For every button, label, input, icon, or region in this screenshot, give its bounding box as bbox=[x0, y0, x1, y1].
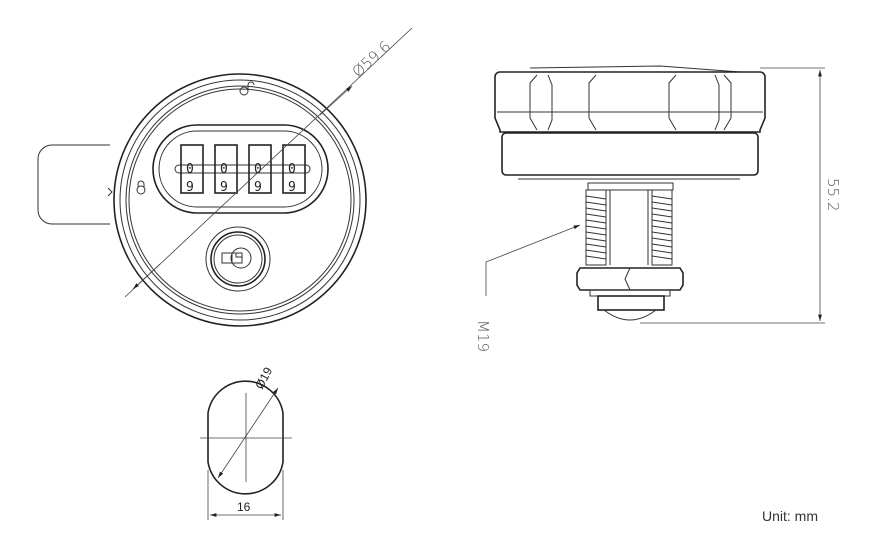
cam-tab bbox=[37, 144, 110, 225]
dial-digit: 0 bbox=[186, 162, 194, 177]
cam-diameter-label: Ø19 bbox=[252, 365, 275, 392]
height-label: 55.2 bbox=[824, 178, 842, 211]
unit-label: Unit: mm bbox=[762, 508, 818, 524]
dial-digit: 0 bbox=[288, 162, 296, 177]
dial-digit-next: 9 bbox=[186, 180, 194, 195]
thread bbox=[585, 189, 673, 266]
thread-leader-line bbox=[485, 224, 581, 296]
pointer-icon bbox=[107, 187, 113, 197]
dial-4[interactable]: 0 9 bbox=[282, 144, 306, 195]
dial-2[interactable]: 0 9 bbox=[214, 144, 238, 195]
cam-nut bbox=[597, 295, 665, 311]
diameter-dimension-line bbox=[124, 27, 413, 298]
hex-nut bbox=[576, 267, 684, 291]
knurled-body bbox=[494, 71, 766, 133]
cam-hole-profile bbox=[207, 380, 284, 495]
dial-digit-next: 9 bbox=[288, 180, 296, 195]
dial-3[interactable]: 0 9 bbox=[248, 144, 272, 195]
dial-digit-next: 9 bbox=[254, 180, 262, 195]
diameter-label: Ø59.6 bbox=[349, 37, 395, 81]
dial-digit: 0 bbox=[254, 162, 262, 177]
dial-1[interactable]: 0 9 bbox=[180, 144, 204, 195]
base-band bbox=[501, 132, 759, 176]
front-view: 0 9 0 9 0 9 0 9 bbox=[37, 27, 413, 327]
dials: 0 9 0 9 0 9 0 9 bbox=[180, 144, 306, 195]
dial-digit: 0 bbox=[220, 162, 228, 177]
cam-width-label: 16 bbox=[237, 500, 251, 514]
side-view: 55.2 M19 bbox=[474, 65, 842, 352]
thread-label: M19 bbox=[474, 320, 492, 352]
dial-digit-next: 9 bbox=[220, 180, 228, 195]
unlock-icon bbox=[239, 81, 255, 96]
key-cylinder bbox=[205, 226, 271, 292]
lock-icon bbox=[136, 180, 146, 195]
dial-window bbox=[152, 124, 329, 214]
outer-bezel bbox=[113, 73, 367, 327]
cam-hole-view: Ø19 16 bbox=[200, 365, 292, 520]
